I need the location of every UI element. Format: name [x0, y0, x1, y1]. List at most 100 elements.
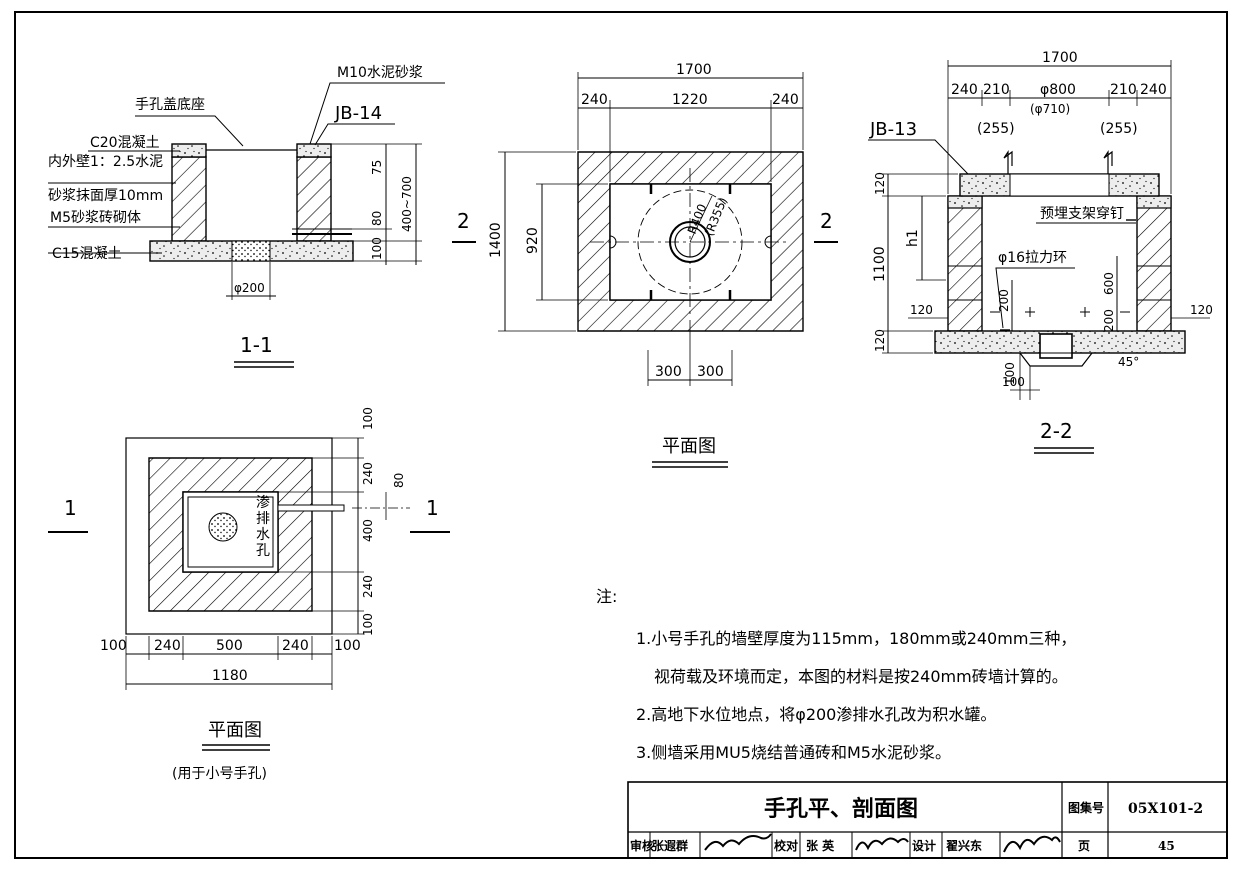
label-ring: φ16拉力环 — [998, 250, 1067, 266]
cover-circle — [669, 221, 711, 263]
plan-small-inner-2 — [187, 496, 274, 568]
cut-2-left: 2 — [457, 209, 470, 233]
dim-1100: 1100 — [872, 246, 888, 282]
label-cover-base: 手孔盖底座 — [135, 97, 205, 113]
leader-jb13 — [868, 139, 969, 175]
dim-75: 75 — [370, 160, 384, 175]
wall-2-right — [1136, 195, 1172, 332]
drawing-title: 手孔平、剖面图 — [764, 796, 918, 822]
review-name: 张遐群 — [652, 838, 688, 853]
dim-1400: 1400 — [488, 222, 504, 258]
plan-main: R400 (R355) 1700 240 1220 240 1400 920 2… — [452, 62, 838, 468]
cover-circle-inner — [674, 226, 706, 258]
label-mortar: M10水泥砂浆 — [337, 65, 423, 81]
label-jb13: JB-13 — [869, 119, 917, 140]
cap-2-left — [947, 195, 983, 209]
dim-45: 45° — [1118, 355, 1139, 369]
dim-920: 920 — [525, 227, 541, 254]
note-3: 3.侧墙采用MU5烧结普通砖和M5水泥砂浆。 — [636, 743, 951, 762]
dim-200-a: 200 — [997, 289, 1011, 312]
dim-small-240-left: 240 — [154, 638, 181, 654]
dim-small-1180: 1180 — [212, 668, 248, 684]
dim-2-240-right: 240 — [1140, 82, 1167, 98]
dim-2-210-left: 210 — [983, 82, 1010, 98]
sheet-border — [14, 11, 1228, 859]
dim-small-100-top: 100 — [361, 407, 375, 430]
dim-300-left: 300 — [655, 364, 682, 380]
check-signature — [855, 837, 909, 851]
dim-small-100-bottom: 100 — [361, 613, 375, 636]
leader-mortar — [309, 82, 445, 145]
dim-1700: 1700 — [676, 62, 712, 78]
title-plan-small: 平面图 — [208, 720, 262, 741]
plan-small: 渗 排 水 孔 100 240 80 400 240 100 1 1 100 2 — [48, 407, 450, 782]
drain-hole-plan — [208, 512, 238, 542]
dim-small-240-bottom: 240 — [361, 575, 375, 598]
cut-1-right: 1 — [426, 496, 439, 520]
dim-small-240-right: 240 — [282, 638, 309, 654]
label-c20: C20混凝土 — [90, 135, 160, 151]
dim-2-120-top: 120 — [873, 172, 887, 195]
pipe-plan — [277, 504, 345, 512]
cover-circle-outer — [637, 189, 743, 295]
dim-small-500: 500 — [216, 638, 243, 654]
title-block-frame — [627, 781, 1228, 859]
title-1-1: 1-1 — [240, 333, 273, 357]
wall-2-left — [947, 195, 983, 332]
page-label: 页 — [1078, 839, 1090, 853]
dim-100: 100 — [370, 237, 384, 260]
drain-char-2: 排 — [256, 511, 270, 527]
leader-cover-base — [135, 115, 244, 147]
dim-small-100-left: 100 — [100, 638, 127, 654]
dim-240-left: 240 — [581, 92, 608, 108]
dim-small-240-top: 240 — [361, 462, 375, 485]
leader-jb14 — [314, 123, 395, 146]
dim-phi200: φ200 — [234, 281, 265, 295]
pipe-mark-right — [764, 235, 772, 249]
title-block: 手孔平、剖面图 图集号 05X101-2 审核 张遐群 校对 张 英 设计 翟兴… — [627, 781, 1228, 859]
dim-small-80: 80 — [392, 473, 406, 488]
dim-height: 400~700 — [400, 176, 414, 232]
dim-small-100-right: 100 — [334, 638, 361, 654]
pipe-mark-left — [609, 235, 617, 249]
section-2-2: 1700 240 210 φ800 (φ710) 210 240 (255) (… — [868, 50, 1213, 454]
check-label: 校对 — [774, 838, 798, 853]
drain-char-3: 水 — [256, 527, 270, 543]
cut-2-right: 2 — [820, 209, 833, 233]
notes-heading: 注: — [596, 587, 617, 606]
dim-100-a: 100 — [1003, 362, 1017, 385]
wall-right — [296, 156, 332, 242]
cover-opening — [1009, 173, 1110, 197]
drain-hole — [231, 240, 271, 262]
note-1: 1.小号手孔的墙壁厚度为115mm，180mm或240mm三种， — [636, 629, 1076, 648]
leader-ring — [995, 267, 1075, 329]
dim-2-210-right: 210 — [1110, 82, 1137, 98]
drain-char-1: 渗 — [256, 495, 270, 511]
drain-char-4: 孔 — [256, 543, 270, 559]
design-signature — [1003, 835, 1061, 853]
note-1b: 视荷载及环境而定，本图的材料是按240mm砖墙计算的。 — [654, 667, 1068, 686]
title-2-2: 2-2 — [1040, 419, 1073, 443]
dim-small-400: 400 — [361, 519, 375, 542]
subtitle-plan-small: (用于小号手孔) — [172, 766, 267, 782]
dim-2-120-bottom: 120 — [873, 329, 887, 352]
notes: 注: 1.小号手孔的墙壁厚度为115mm，180mm或240mm三种， 视荷载及… — [596, 587, 1076, 762]
title-plan-main: 平面图 — [662, 436, 716, 457]
dim-2-120-left: 120 — [910, 303, 933, 317]
label-plaster-1: 内外壁1：2.5水泥 — [48, 154, 163, 170]
label-bracket: 预埋支架穿钉 — [1040, 206, 1124, 222]
dim-100-b: 100 — [1002, 375, 1025, 389]
design-name: 翟兴东 — [946, 838, 982, 853]
dim-2-240-left: 240 — [951, 82, 978, 98]
cut-1-left: 1 — [64, 496, 77, 520]
break-left — [1003, 150, 1013, 174]
radius-leader — [689, 195, 713, 243]
dim-phi800: φ800 — [1040, 82, 1076, 98]
dim-h1: h1 — [905, 229, 921, 247]
wall-left — [171, 156, 207, 242]
dim-200-b: 200 — [1102, 309, 1116, 332]
dim-300-right: 300 — [697, 364, 724, 380]
label-jb14: JB-14 — [334, 103, 382, 124]
dim-255-left: (255) — [977, 121, 1015, 137]
